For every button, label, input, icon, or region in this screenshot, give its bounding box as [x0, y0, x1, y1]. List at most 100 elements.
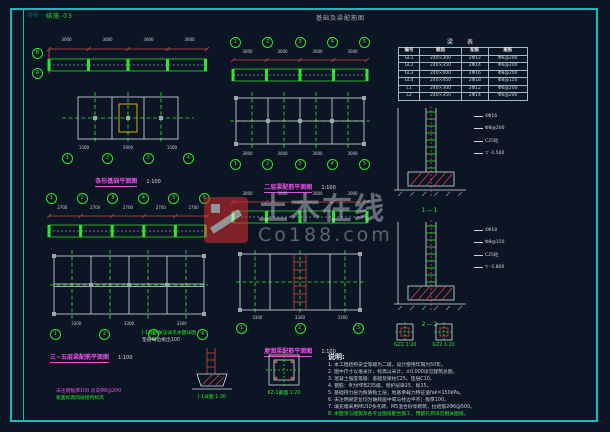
dimension-value: 3000 [61, 37, 72, 42]
dimension-value: 3300 [294, 315, 306, 320]
detail-title: KZ-1截面 1:20 [267, 389, 300, 396]
dimension-value: 3300 [71, 321, 82, 326]
table-cell: 240×400 [419, 69, 463, 78]
callout: ▽ -1.800 [474, 265, 505, 270]
callout: Φ8@150 [474, 240, 505, 245]
table-cell: 2Φ12 [461, 54, 489, 63]
table-cell: GL4 [397, 77, 421, 86]
sheet-border [10, 8, 598, 422]
detail-scale: 1:20 [289, 391, 301, 396]
axis-bubble: 2 [262, 159, 274, 170]
footing-detail-linework [192, 348, 232, 390]
callout: Φ8@200 [474, 126, 505, 131]
axis-bubble: 4 [137, 193, 149, 204]
axis-bubble: A [32, 68, 43, 79]
table-cell: 2Φ14 [461, 62, 489, 71]
axis-bubble: 5 [168, 193, 180, 204]
column-section-linework [395, 322, 416, 342]
dimension-values: 1500 3000 1500 [62, 146, 194, 150]
detail-label: GZ2 1:20 [432, 343, 455, 348]
dimension-value: 3000 [277, 151, 288, 156]
note-line-highlight: 8. 本图须与建施及各专业图纸配合施工，预留孔洞详见相关图纸。 [328, 411, 469, 417]
dimension-value: 1500 [78, 145, 90, 150]
table-header-cell: 配筋 [461, 47, 489, 56]
drawing-scale: 1:100 [321, 349, 336, 355]
foundation-plan-linework [62, 92, 194, 144]
dimension-values: 3300 3300 3300 [236, 316, 364, 320]
table-cell: Φ6@200 [487, 92, 529, 101]
table-cell: 2Φ16 [461, 69, 489, 78]
dimension-value: 2700 [155, 205, 166, 210]
dimension-value: 2700 [122, 205, 134, 210]
note-line: 3. 混凝土强度等级：基础及梁柱C25，垫层C10。 [328, 376, 435, 382]
callout: 4Φ16 [474, 114, 505, 119]
table-cell: 240×300 [419, 84, 463, 93]
general-notes: 说明: 1. 本工程结构安全等级为二级，设计使用年限为50年。2. 图中尺寸以毫… [328, 352, 562, 419]
dimension-value: 3000 [312, 151, 323, 156]
axis-bubble: 1 [62, 153, 73, 164]
drawing-title-row: 屋面梁配筋平面图 1:100 [236, 338, 364, 357]
leader-line [474, 140, 483, 142]
column-section-linework [433, 322, 454, 342]
drawing-title: 屋面梁配筋平面图 [264, 348, 313, 357]
dimension-value: 3000 [277, 49, 288, 54]
callout: 4Φ18 [474, 228, 505, 233]
drawing-title-row: 二层梁配筋平面图 1:100 [230, 174, 370, 193]
dimension-value: 3300 [176, 321, 187, 326]
dimension-value: 2700 [188, 205, 199, 210]
axis-bubble: 2 [99, 329, 110, 340]
axis-bubble: 6 [198, 193, 210, 204]
drawing-title: 条形基础平面图 [95, 178, 138, 187]
table-cell: 2Φ12 [461, 84, 489, 93]
table-cell: Φ6@200 [487, 84, 529, 93]
axis-bubble: B [32, 48, 43, 59]
section-label: 1—1 [421, 207, 439, 214]
roof-plan-linework [236, 250, 364, 314]
axis-bubble: 2 [294, 323, 306, 334]
dimension-value: 3300 [337, 315, 348, 320]
note-line: 7. 填充墙采用MU10多孔砖、M5混合砂浆砌筑，拉结筋2Φ6@500。 [328, 404, 475, 410]
table-cell: Φ8@150 [487, 77, 529, 86]
dimension-value: 1500 [166, 145, 178, 150]
dimension-value: 3000 [242, 191, 253, 196]
axis-bubble: 3 [294, 37, 306, 48]
binding-margin-line [23, 8, 24, 422]
column-section-detail: GZ2 1:20 [432, 322, 455, 348]
dimension-value: 2700 [57, 205, 68, 210]
table-cell: 2Φ14 [461, 92, 489, 101]
callout-text: ▽ -1.500 [485, 151, 505, 156]
dimension-value: 3000 [242, 151, 253, 156]
mini-note-line: 板面标高同层结构标高 [56, 396, 104, 402]
beam-elevation-linework [230, 57, 370, 82]
axis-bubble: 3 [294, 159, 306, 170]
section-linework [394, 220, 466, 312]
sheet-title-label: 基础及梁配筋图 [316, 15, 366, 22]
leader-line [474, 116, 483, 117]
corner-marks: ◇◇ [28, 11, 40, 18]
footing-detail: J-1详图 1:30 [186, 346, 238, 400]
beam-schedule-table: 梁 表 编号截面配筋箍筋 GL1 240×300 2Φ12 Φ6@200 GL2… [397, 36, 529, 101]
dimension-value: 3000 [122, 145, 134, 150]
dimension-value: 3300 [252, 315, 263, 320]
callout: ▽ -1.500 [474, 151, 505, 156]
dimension-value: 3000 [312, 49, 323, 54]
leader-line [474, 242, 483, 243]
detail-label: GZ1 1:20 [394, 343, 417, 348]
table-cell: GL1 [397, 54, 421, 63]
callout-text: C25砼 [485, 253, 499, 258]
callout-text: ▽ -1.800 [485, 265, 505, 270]
dimension-value: 3000 [102, 37, 113, 42]
mini-note-left: 未注明板厚100 双向Φ8@200 板面标高同层结构标高 [56, 388, 121, 402]
axis-bubble: 4 [326, 159, 338, 170]
